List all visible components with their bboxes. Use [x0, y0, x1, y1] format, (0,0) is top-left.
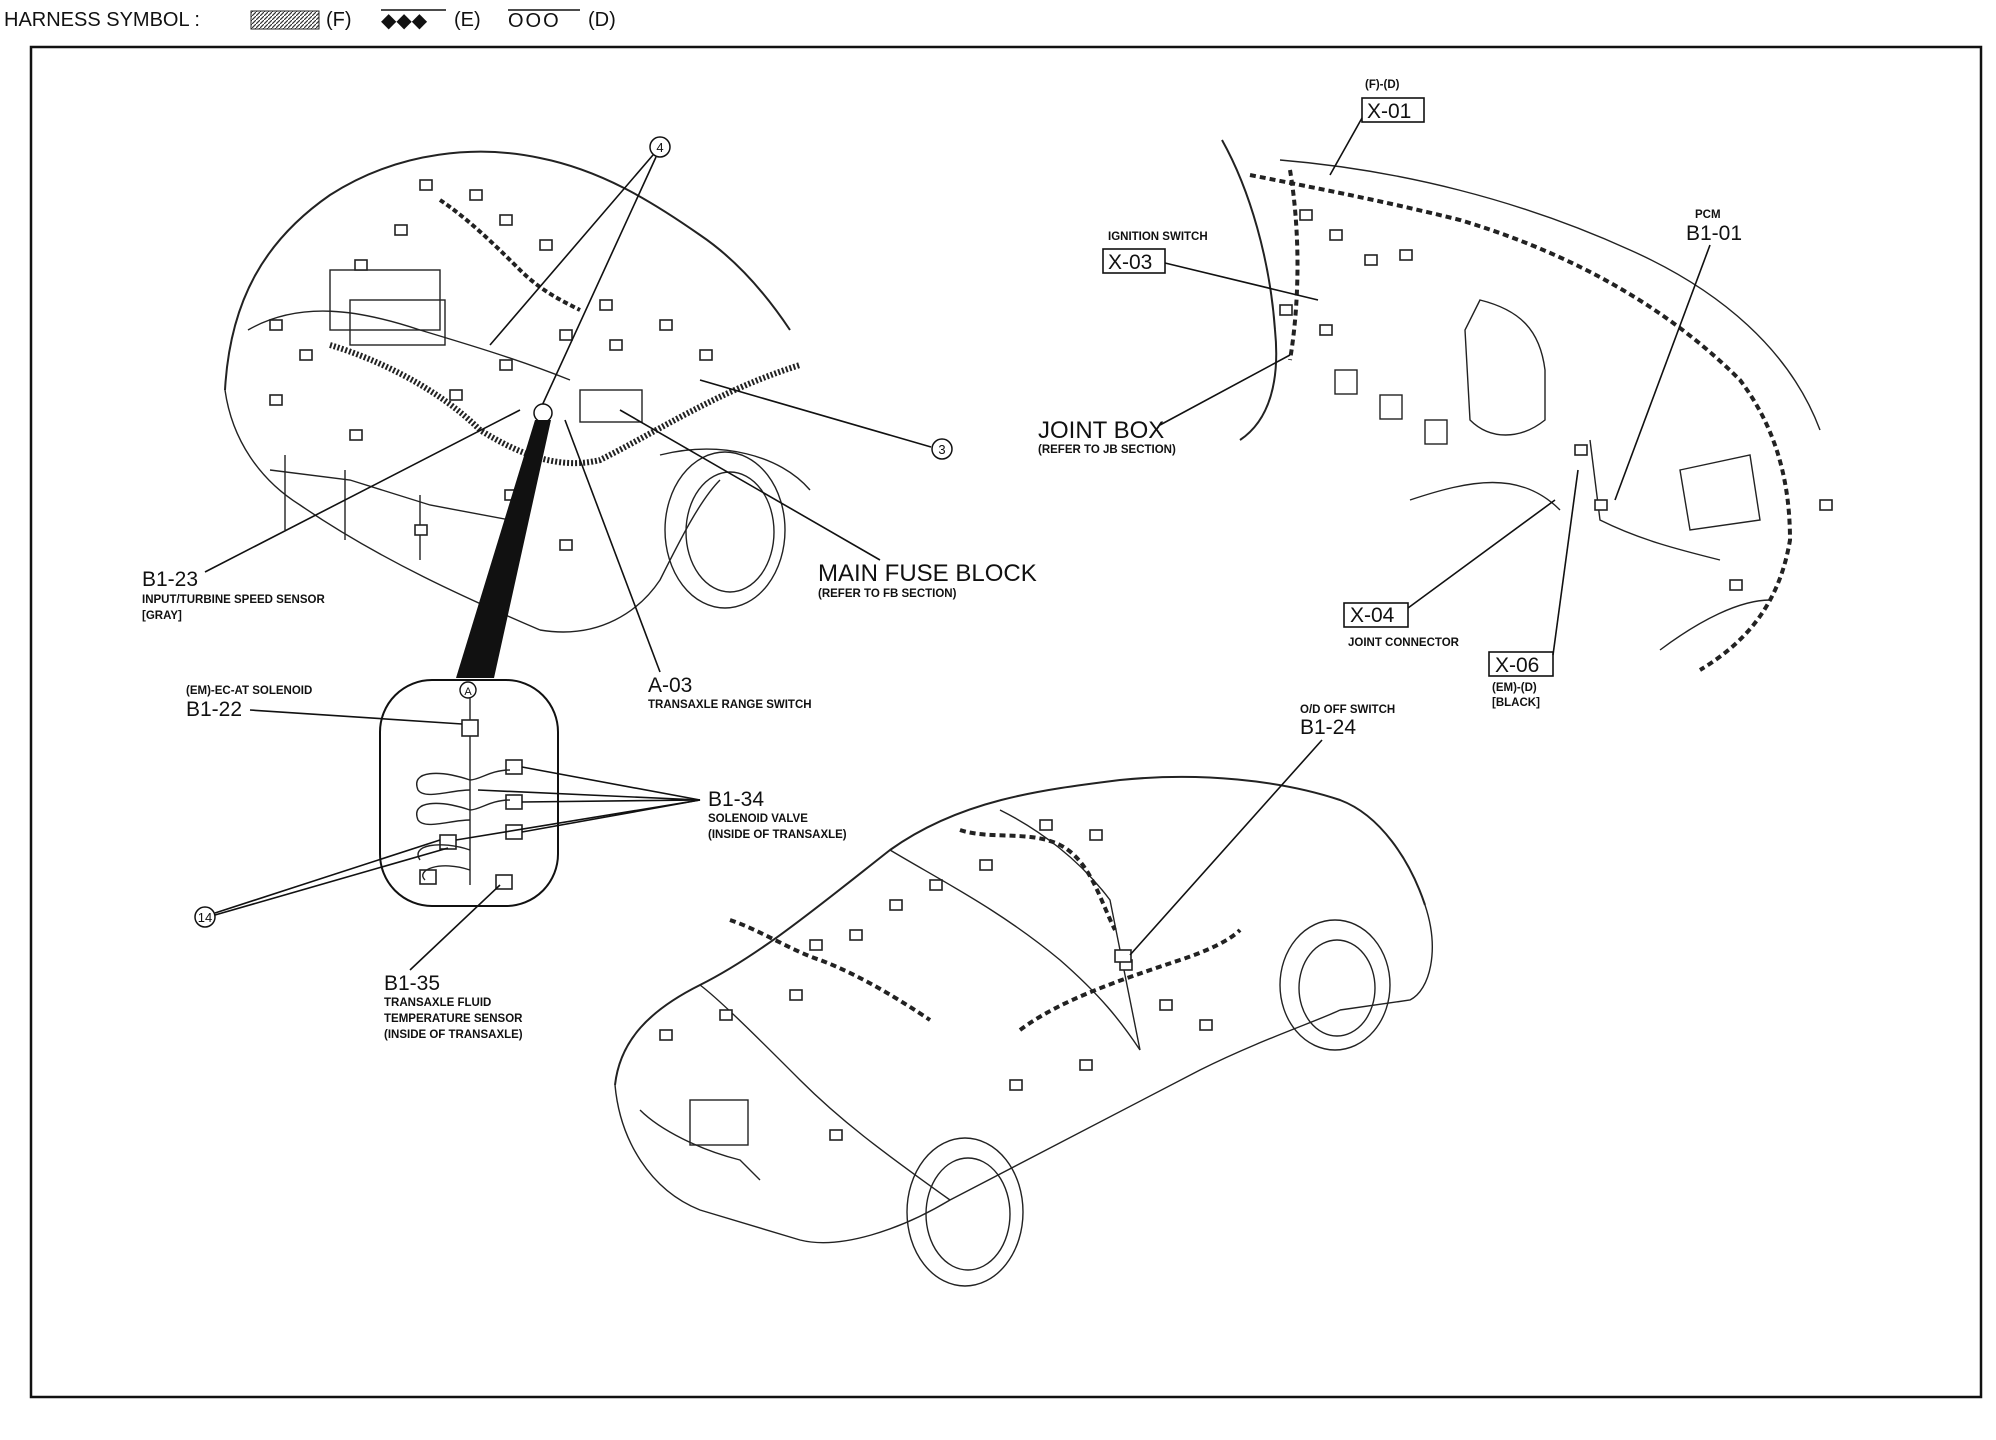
label-joint-box: JOINT BOX (REFER TO JB SECTION) — [1038, 354, 1291, 456]
callout-3: 3 — [699, 379, 953, 460]
a-03-desc: TRANSAXLE RANGE SWITCH — [648, 699, 812, 711]
engine-bay-illustration — [224, 150, 811, 633]
harness-symbol-f-code: (F) — [326, 9, 352, 31]
label-b1-22: (EM)-EC-AT SOLENOID B1-22 — [186, 685, 463, 725]
b1-22-code: B1-22 — [186, 698, 242, 721]
b1-01-desc: PCM — [1695, 209, 1721, 221]
b1-34-location: (INSIDE OF TRANSAXLE) — [708, 829, 847, 841]
harness-symbol-d-code: (D) — [588, 9, 616, 31]
car-body-illustration — [614, 775, 1433, 1287]
diagram-frame — [29, 45, 1983, 1399]
detail-a-marker — [456, 403, 553, 678]
harness-symbol-e-code: (E) — [454, 9, 481, 31]
callout-4-number: 4 — [656, 140, 663, 155]
label-b1-35: B1-35 TRANSAXLE FLUID TEMPERATURE SENSOR… — [384, 884, 523, 1041]
label-b1-23: B1-23 INPUT/TURBINE SPEED SENSOR [GRAY] — [142, 409, 521, 622]
b1-23-code: B1-23 — [142, 568, 198, 591]
x-06-box — [1488, 651, 1554, 677]
x-03-desc: IGNITION SWITCH — [1108, 231, 1208, 243]
dashboard-illustration — [1221, 139, 1833, 672]
label-a-03: A-03 TRANSAXLE RANGE SWITCH — [564, 419, 812, 711]
harness-symbol-e-mark: ◆◆◆ — [381, 10, 428, 32]
x-06-code: X-06 — [1495, 654, 1539, 677]
x-06-color: [BLACK] — [1492, 697, 1540, 709]
main-fuse-block-ref: (REFER TO FB SECTION) — [818, 588, 957, 600]
x-01-code: X-01 — [1367, 100, 1411, 123]
b1-34-code: B1-34 — [708, 788, 764, 811]
label-main-fuse-block: MAIN FUSE BLOCK (REFER TO FB SECTION) — [619, 409, 1037, 600]
callout-4: 4 — [489, 136, 671, 411]
b1-35-line3: (INSIDE OF TRANSAXLE) — [384, 1029, 523, 1041]
b1-22-desc: (EM)-EC-AT SOLENOID — [186, 685, 312, 697]
x-01-box — [1361, 97, 1425, 123]
detail-a-inset: A — [379, 679, 559, 907]
label-b1-34: B1-34 SOLENOID VALVE (INSIDE OF TRANSAXL… — [455, 766, 847, 841]
detail-a-letter: A — [464, 686, 472, 698]
b1-24-desc: O/D OFF SWITCH — [1300, 704, 1395, 716]
label-b1-01: PCM B1-01 — [1614, 209, 1742, 501]
b1-35-line1: TRANSAXLE FLUID — [384, 997, 491, 1009]
b1-24-code: B1-24 — [1300, 716, 1356, 739]
b1-35-line2: TEMPERATURE SENSOR — [384, 1013, 523, 1025]
b1-23-color: [GRAY] — [142, 610, 182, 622]
callout-14: 14 — [194, 839, 449, 928]
x-04-desc: JOINT CONNECTOR — [1348, 637, 1460, 649]
harness-symbol-legend: HARNESS SYMBOL : (F) ◆◆◆ (E) OOO (D) — [4, 9, 616, 32]
x-04-box — [1343, 602, 1409, 628]
a-03-code: A-03 — [648, 674, 692, 697]
joint-box-title: JOINT BOX — [1038, 417, 1164, 444]
b1-01-code: B1-01 — [1686, 222, 1742, 245]
label-x-06: X-06 (EM)-(D) [BLACK] — [1488, 469, 1579, 709]
b1-23-desc: INPUT/TURBINE SPEED SENSOR — [142, 594, 325, 606]
x-06-harness: (EM)-(D) — [1492, 682, 1537, 694]
main-fuse-block-title: MAIN FUSE BLOCK — [818, 560, 1037, 587]
joint-box-ref: (REFER TO JB SECTION) — [1038, 444, 1176, 456]
x-04-code: X-04 — [1350, 604, 1395, 627]
x-03-box — [1102, 248, 1166, 274]
label-b1-24: O/D OFF SWITCH B1-24 — [1129, 704, 1395, 956]
callout-14-number: 14 — [198, 910, 212, 925]
label-x-01: (F)-(D) X-01 — [1329, 79, 1425, 176]
harness-symbol-title: HARNESS SYMBOL : — [4, 9, 200, 31]
callout-3-number: 3 — [938, 442, 945, 457]
harness-symbol-d-mark: OOO — [508, 10, 561, 32]
x-01-desc: (F)-(D) — [1365, 79, 1400, 91]
label-x-04: X-04 JOINT CONNECTOR — [1343, 499, 1556, 649]
b1-34-desc: SOLENOID VALVE — [708, 813, 808, 825]
label-x-03: IGNITION SWITCH X-03 — [1102, 231, 1319, 301]
x-03-code: X-03 — [1108, 251, 1152, 274]
b1-35-code: B1-35 — [384, 972, 440, 995]
harness-symbol-f-swatch — [250, 10, 320, 30]
